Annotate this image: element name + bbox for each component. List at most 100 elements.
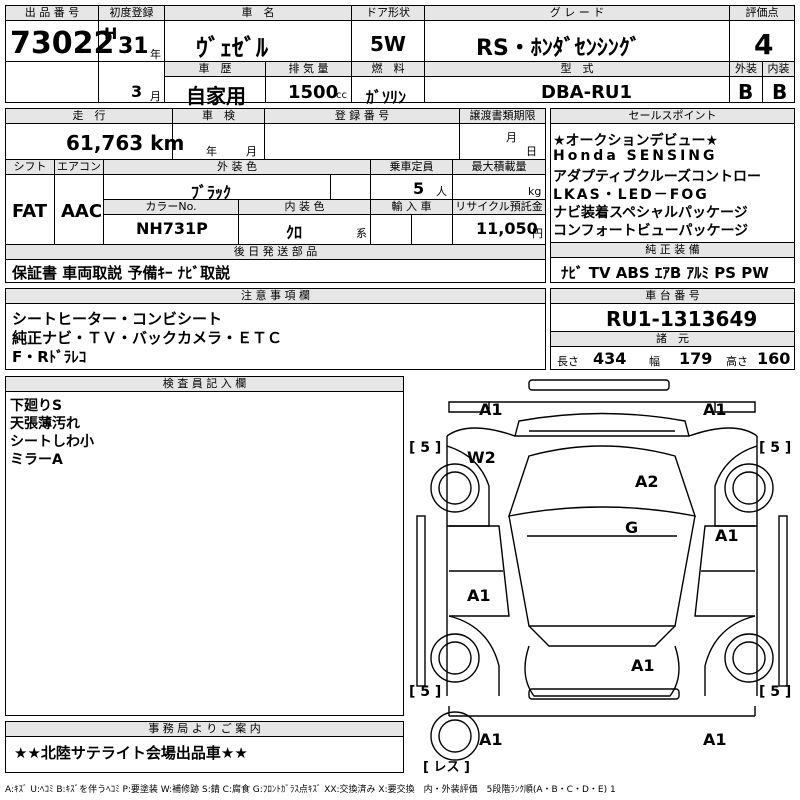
length-label: 長さ	[557, 355, 579, 368]
grade: RS・ﾎﾝﾀﾞｾﾝｼﾝｸﾞ	[476, 36, 641, 61]
capacity: 5	[413, 179, 425, 198]
later-label: 後 日 発 送 部 品	[6, 245, 545, 260]
inspection-month: 月	[246, 145, 257, 158]
inspection-year: 年	[206, 145, 217, 158]
notes-label: 注 意 事 項 欄	[6, 289, 545, 304]
mark-rear-hatch: A1	[631, 656, 655, 675]
length: 434	[593, 349, 627, 368]
month-unit: 月	[150, 90, 161, 103]
transfer-month: 月	[506, 131, 517, 144]
interior: B	[772, 80, 788, 104]
office-label: 事 務 局 よ り ご 案 内	[6, 722, 403, 737]
int-color: ｸﾛ	[286, 223, 303, 242]
mark-front-left: A1	[479, 400, 503, 419]
chassis-block: 車 台 番 号 RU1-1313649 諸 元 長さ 434 幅 179 高さ …	[550, 288, 795, 370]
sales-line: ★オークションデビュー★	[553, 133, 719, 149]
inspector-line: 下廻りS	[10, 398, 63, 414]
shift: FAT	[12, 201, 48, 222]
exterior-label: 外装	[730, 62, 762, 77]
spare-tire: [ レス ]	[423, 760, 470, 775]
equip-label: 純 正 装 備	[551, 243, 794, 258]
first-reg-label: 初度登録	[99, 6, 164, 21]
interior-label: 内装	[763, 62, 794, 77]
dims-label: 諸 元	[551, 332, 794, 347]
notes-block: 注 意 事 項 欄 シートヒーター・コンビシート 純正ナビ・ＴＶ・バックカメラ・…	[5, 288, 546, 370]
ac-label: エアコン	[55, 160, 103, 175]
sales-label: セールスポイント	[551, 109, 794, 124]
car-name: ｳﾞｪｾﾞﾙ	[196, 34, 268, 62]
office-text: ★★北陸サテライト会場出品車★★	[14, 744, 248, 762]
inspector-label: 検 査 員 記 入 欄	[6, 377, 403, 392]
color-no: NH731P	[136, 219, 208, 238]
mark-roof: G	[625, 518, 639, 537]
month: 3	[131, 82, 143, 101]
chassis-number: RU1-1313649	[606, 307, 758, 331]
sales-block: セールスポイント ★オークションデビュー★ Honda SENSING アダプテ…	[550, 108, 795, 283]
tire-rear-right: [ 5 ]	[759, 684, 792, 700]
int-color-label: 内 装 色	[239, 200, 370, 215]
sales-line: ナビ装着スペシャルパッケージ	[553, 205, 748, 221]
era: H	[104, 24, 118, 43]
fuel: ｶﾞｿﾘﾝ	[366, 88, 407, 107]
load-label: 最大積載量	[453, 160, 545, 175]
width: 179	[679, 349, 713, 368]
year-unit: 年	[150, 48, 161, 61]
sales-line: アダプティブクルーズコントロー	[553, 169, 762, 185]
notes-line: 純正ナビ・ＴＶ・バックカメラ・ＥＴＣ	[12, 329, 283, 347]
office-block: 事 務 局 よ り ご 案 内 ★★北陸サテライト会場出品車★★	[5, 721, 404, 773]
shift-label: シフト	[6, 160, 54, 175]
spec-block: 走 行 車 検 登 録 番 号 譲渡書類期限 61,763 km 年 月 月 日…	[5, 108, 546, 283]
displacement: 1500	[288, 82, 339, 103]
load-unit: kg	[528, 185, 542, 198]
recycle-unit: 円	[532, 227, 543, 240]
import-label: 輸 入 車	[371, 200, 452, 215]
mark-windshield: W2	[467, 448, 496, 467]
width-label: 幅	[649, 355, 660, 368]
lot-no-label: 出 品 番 号	[6, 6, 98, 21]
mark-right-door: A1	[715, 526, 739, 545]
inspector-line: 天張薄汚れ	[10, 416, 80, 432]
recycle-label: リサイクル預託金	[453, 200, 545, 215]
fuel-label: 燃 料	[352, 62, 424, 77]
mark-rear-left: A1	[479, 730, 503, 749]
mileage-label: 走 行	[6, 109, 172, 124]
mark-rear-right: A1	[703, 730, 727, 749]
door: 5W	[370, 32, 406, 56]
capacity-unit: 人	[436, 185, 447, 198]
inspection-label: 車 検	[173, 109, 264, 124]
later: 保証書 車両取説 予備ｷｰ ﾅﾋﾞ取説	[12, 264, 231, 282]
year: 31	[118, 34, 149, 59]
legend: A:ｷｽﾞ U:ﾍｺﾐ B:ｷｽﾞを伴うﾍｺﾐ P:要塗装 W:補修跡 S:錆 …	[5, 785, 616, 795]
color-label: 外 装 色	[104, 160, 370, 175]
notes-line: F・Rﾄﾞﾗﾚｺ	[12, 348, 87, 366]
equip: ﾅﾋﾞ TV ABS ｴｱB ｱﾙﾐ PS PW	[561, 264, 769, 282]
header-block: 出 品 番 号 初度登録 車 名 ドア形状 グ レ ー ド 評価点 73022 …	[5, 5, 795, 108]
model: DBA-RU1	[541, 82, 633, 103]
inspector-block: 検 査 員 記 入 欄 下廻りS 天張薄汚れ シートしわ小 ミラーA	[5, 376, 404, 716]
sales-line: コンフォートビューパッケージ	[553, 223, 749, 239]
height-label: 高さ	[726, 355, 748, 368]
displacement-unit: cc	[336, 90, 347, 101]
color: ﾌﾞﾗｯｸ	[191, 183, 232, 202]
tire-front-left: [ 5 ]	[409, 440, 442, 456]
plate-label: 登 録 番 号	[265, 109, 459, 124]
history-label: 車 歴	[165, 62, 265, 77]
mark-front-right: A1	[703, 400, 727, 419]
ac: AAC	[61, 201, 103, 222]
inspector-line: ミラーA	[10, 452, 63, 468]
history: 自家用	[186, 84, 246, 108]
displacement-label: 排 気 量	[266, 62, 351, 77]
tire-front-right: [ 5 ]	[759, 440, 792, 456]
mark-hood: A2	[635, 472, 659, 491]
sales-line: Honda SENSING	[553, 148, 718, 164]
recycle: 11,050	[476, 219, 538, 238]
notes-line: シートヒーター・コンビシート	[12, 310, 223, 328]
car-outline-drawing	[416, 379, 788, 761]
inspector-line: シートしわ小	[10, 434, 94, 450]
grade-label: グ レ ー ド	[425, 6, 729, 21]
chassis-label: 車 台 番 号	[551, 289, 794, 304]
sales-line: LKAS・LED－FOG	[553, 187, 709, 203]
score-label: 評価点	[730, 6, 794, 21]
exterior: B	[738, 80, 754, 104]
color-no-label: カラーNo.	[104, 200, 238, 215]
